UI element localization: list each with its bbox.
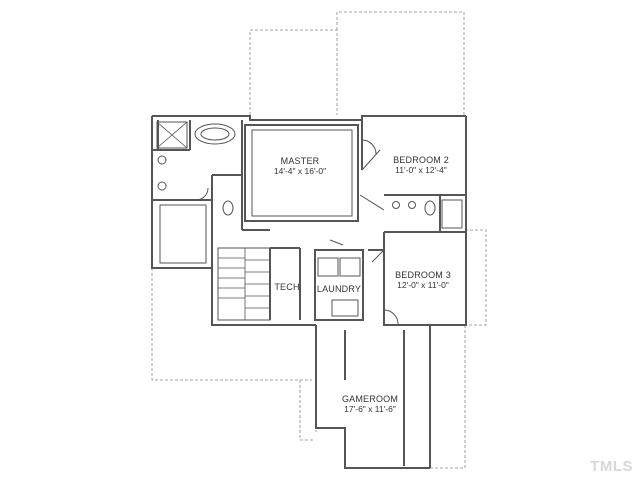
dashed-outlines xyxy=(151,11,487,469)
stairs-icon xyxy=(218,248,270,320)
room-name: MASTER xyxy=(280,156,320,166)
room-dimensions: 11'-0" x 12'-4" xyxy=(395,165,447,175)
room-label-bedroom-2: BEDROOM 2 11'-0" x 12'-4" xyxy=(386,155,456,175)
room-label-bedroom-3: BEDROOM 3 12'-0" x 11'-0" xyxy=(388,270,458,290)
room-dimensions: 12'-0" x 11'-0" xyxy=(397,280,449,290)
room-dimensions: 17'-6" x 11'-6" xyxy=(344,404,396,414)
watermark: TMLS xyxy=(590,458,633,475)
room-label-laundry: LAUNDRY xyxy=(314,284,364,294)
room-name: BEDROOM 2 xyxy=(393,155,449,165)
room-name: GAMEROOM xyxy=(341,394,399,404)
room-label-tech: TECH xyxy=(272,282,302,292)
fixtures xyxy=(157,123,436,325)
room-name: LAUNDRY xyxy=(316,284,362,294)
room-name: BEDROOM 3 xyxy=(395,270,451,280)
room-dimensions: 14'-4" x 16'-0" xyxy=(273,166,327,176)
toilet-icon xyxy=(222,200,234,216)
sink-icon xyxy=(157,155,167,165)
tub-icon xyxy=(194,123,236,145)
room-label-gameroom: GAMEROOM 17'-6" x 11'-6" xyxy=(335,394,405,414)
room-label-master: MASTER 14'-4" x 16'-0" xyxy=(265,156,335,176)
room-name: TECH xyxy=(274,282,300,292)
